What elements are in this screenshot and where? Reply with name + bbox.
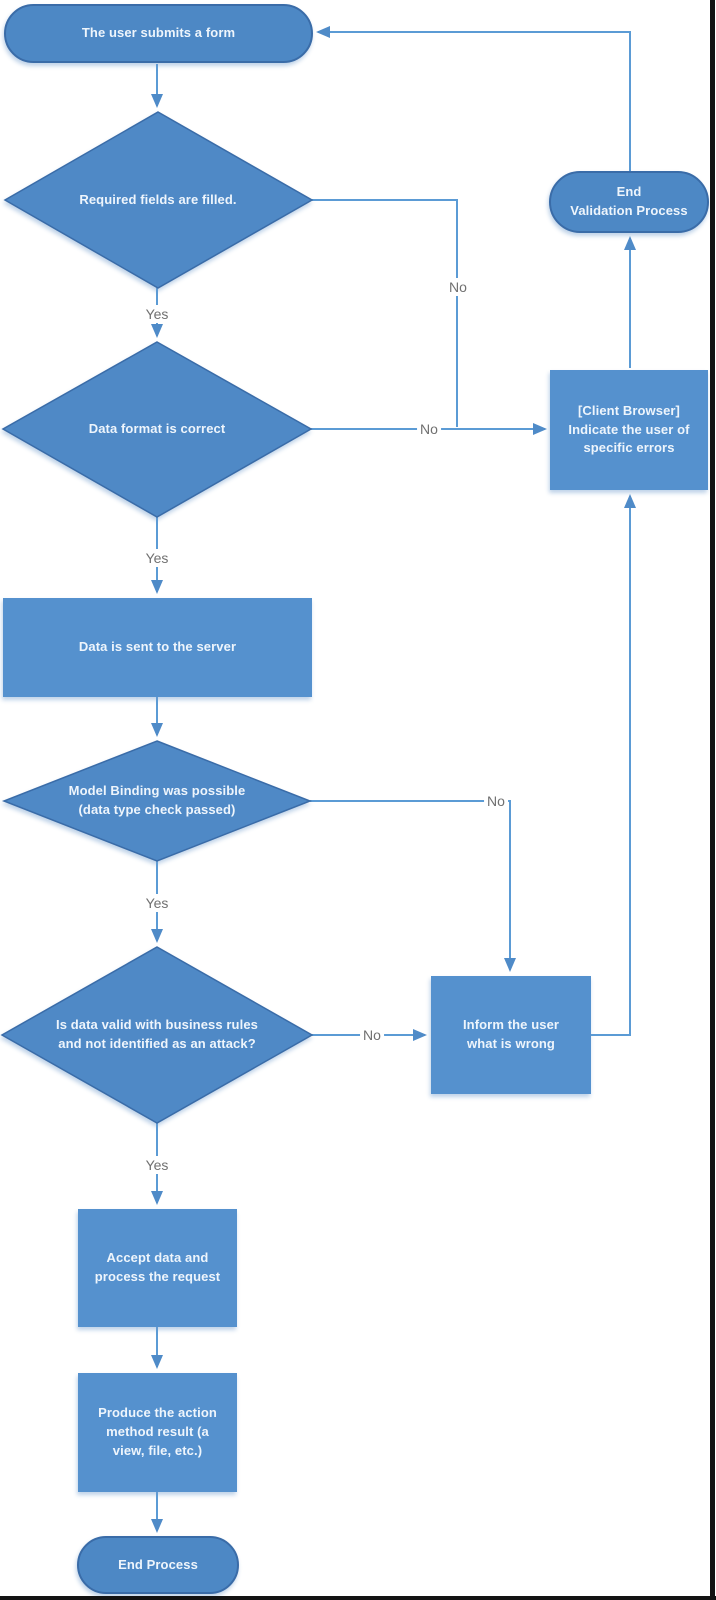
edge-required-fields-no-branch (312, 199, 458, 427)
edge-label-business-rules-no: No (360, 1026, 384, 1044)
node-send-server-shape (3, 598, 312, 697)
node-client-browser-shape (550, 370, 708, 490)
node-accept-data-shape (78, 1209, 237, 1327)
node-inform-user-shape (431, 976, 591, 1094)
node-end-process-shape (77, 1536, 239, 1594)
node-end-validation-shape (549, 171, 709, 233)
node-business-rules-shape (0, 946, 314, 1124)
frame-right-border (710, 0, 715, 1600)
node-produce-result-shape (78, 1373, 237, 1492)
edge-label-model-binding-no: No (484, 792, 508, 810)
node-start-shape (4, 4, 313, 63)
node-model-binding-shape (1, 740, 313, 862)
node-data-format-shape (1, 341, 313, 518)
edge-model-binding-no (310, 800, 516, 972)
edge-label-required-fields-yes: Yes (142, 305, 172, 323)
frame-bottom-border (0, 1596, 716, 1600)
edge-label-data-format-no: No (417, 420, 441, 438)
shape-layer (0, 4, 709, 1594)
edge-inform-user-to-client-browser (591, 494, 636, 1036)
edge-label-data-format-yes: Yes (142, 549, 172, 567)
node-required-fields-shape (3, 111, 314, 289)
edge-label-model-binding-yes: Yes (142, 894, 172, 912)
edge-label-business-rules-yes: Yes (142, 1156, 172, 1174)
edge-label-required-fields-no: No (446, 278, 470, 296)
edge-end-validation-to-start (316, 26, 631, 172)
